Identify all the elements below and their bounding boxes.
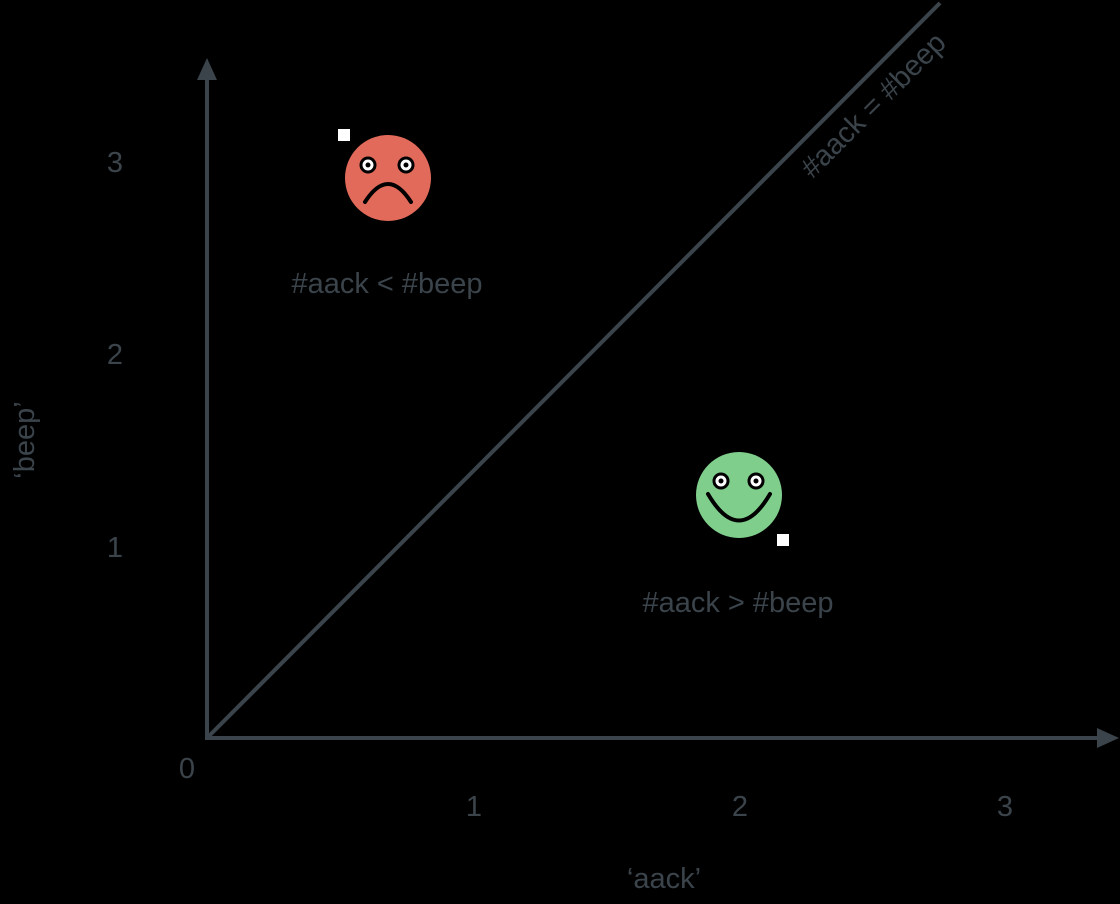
- y-tick-label: 3: [107, 147, 123, 179]
- x-tick-label: 2: [732, 791, 748, 823]
- region-lower-label: #aack > #beep: [642, 587, 833, 619]
- origin-label: 0: [179, 753, 195, 785]
- happy-face-icon: [696, 452, 782, 538]
- diagonal-label: #aack = #beep: [795, 27, 953, 185]
- region-upper-label: #aack < #beep: [291, 268, 482, 300]
- x-tick-label: 3: [997, 791, 1013, 823]
- sad-face-icon: [345, 135, 431, 221]
- x-axis-arrowhead: [1097, 728, 1119, 748]
- marker-square: [777, 534, 789, 546]
- y-tick-label: 2: [107, 339, 123, 371]
- x-axis-title: ‘aack’: [627, 863, 701, 895]
- y-axis-title: ‘beep’: [9, 401, 41, 478]
- y-tick-label: 1: [107, 532, 123, 564]
- diagonal-line: [205, 1, 942, 740]
- marker-square: [338, 129, 350, 141]
- x-tick-label: 1: [466, 791, 482, 823]
- y-axis-arrowhead: [197, 58, 217, 80]
